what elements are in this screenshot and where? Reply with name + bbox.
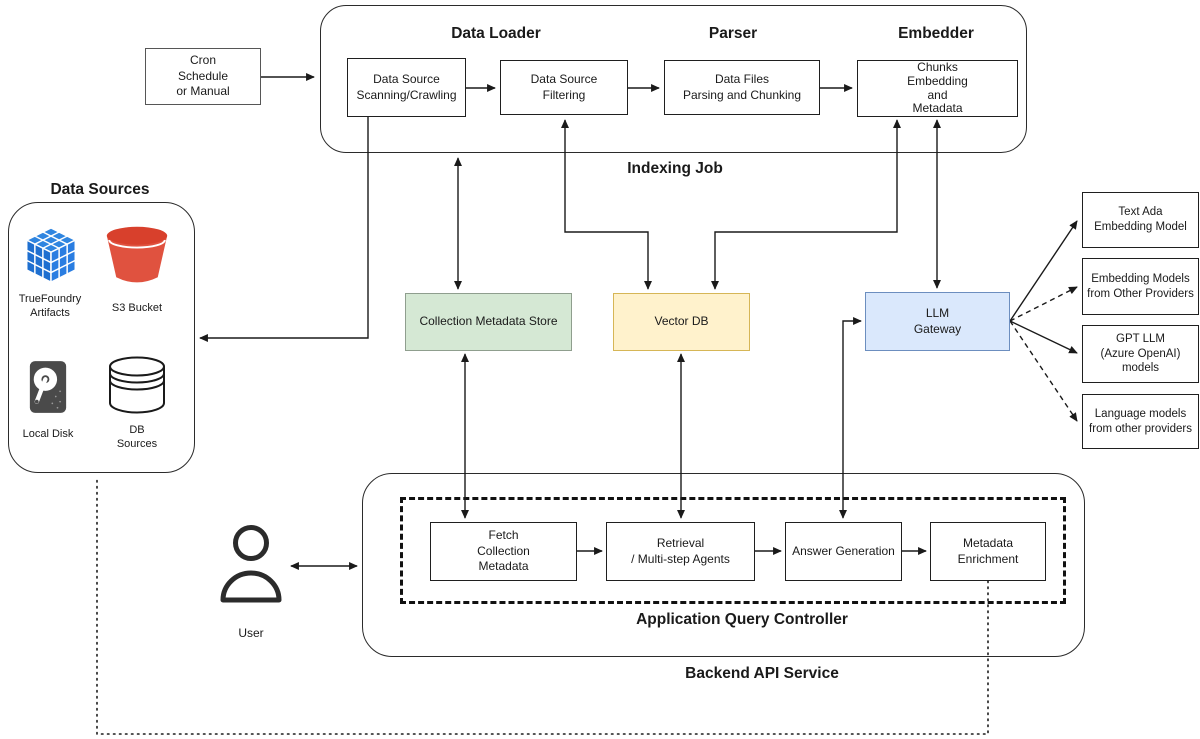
step-retrieval-agents: Retrieval / Multi-step Agents <box>606 522 755 581</box>
hard-disk-icon <box>29 361 67 413</box>
model-other-embedding: Embedding Models from Other Providers <box>1082 258 1199 315</box>
llm-gateway: LLM Gateway <box>865 292 1010 351</box>
application-query-controller-label: Application Query Controller <box>636 611 848 628</box>
collection-metadata-store: Collection Metadata Store <box>405 293 572 351</box>
backend-api-service-label: Backend API Service <box>685 665 839 682</box>
stage-title-data-loader: Data Loader <box>451 25 541 42</box>
indexing-job-container <box>320 5 1027 153</box>
arrow-gateway-text-ada <box>1009 220 1078 322</box>
arrow-filtering-vector-db <box>561 119 652 290</box>
s3-bucket-icon <box>106 226 168 283</box>
step-answer-generation: Answer Generation <box>785 522 902 581</box>
database-icon <box>109 356 165 414</box>
user-label: User <box>238 626 264 640</box>
local-disk-label: Local Disk <box>22 428 74 440</box>
cron-schedule-box: Cron Schedule or Manual <box>145 48 261 105</box>
backend-api-container <box>362 473 1085 657</box>
step-filtering: Data Source Filtering <box>500 60 628 115</box>
arrow-gateway-other-language-models <box>1009 320 1078 422</box>
model-other-language: Language models from other providers <box>1082 394 1199 449</box>
user-icon <box>220 525 282 603</box>
truefoundry-cube-icon <box>25 227 77 283</box>
step-chunks-embedding: Chunks Embedding and Metadata <box>857 60 1018 117</box>
step-metadata-enrichment: Metadata Enrichment <box>930 522 1046 581</box>
model-text-ada: Text Ada Embedding Model <box>1082 192 1199 248</box>
arrow-answer-generation-llm-gateway <box>839 317 862 519</box>
truefoundry-artifacts-label: TrueFoundry Artifacts <box>18 293 82 319</box>
application-query-controller-group <box>400 497 1066 604</box>
s3-bucket-label: S3 Bucket <box>111 302 163 314</box>
arrow-gateway-gpt-llm <box>1009 320 1078 354</box>
stage-title-parser: Parser <box>708 25 758 42</box>
vector-db: Vector DB <box>613 293 750 351</box>
dotted-enrichment-to-data-sources <box>96 477 989 735</box>
indexing-job-label: Indexing Job <box>627 160 723 177</box>
stage-title-embedder: Embedder <box>898 25 974 42</box>
data-sources-container <box>8 202 195 473</box>
arrow-scanning-to-data-sources <box>199 117 369 342</box>
db-sources-label: DB Sources <box>116 424 158 450</box>
arrow-gateway-other-embedding <box>1009 286 1078 322</box>
model-gpt-llm: GPT LLM (Azure OpenAI) models <box>1082 325 1199 383</box>
step-scanning-crawling: Data Source Scanning/Crawling <box>347 58 466 117</box>
data-sources-title: Data Sources <box>50 181 150 198</box>
step-fetch-collection-metadata: Fetch Collection Metadata <box>430 522 577 581</box>
step-parsing-chunking: Data Files Parsing and Chunking <box>664 60 820 115</box>
arrow-embedder-vector-db <box>711 119 901 290</box>
